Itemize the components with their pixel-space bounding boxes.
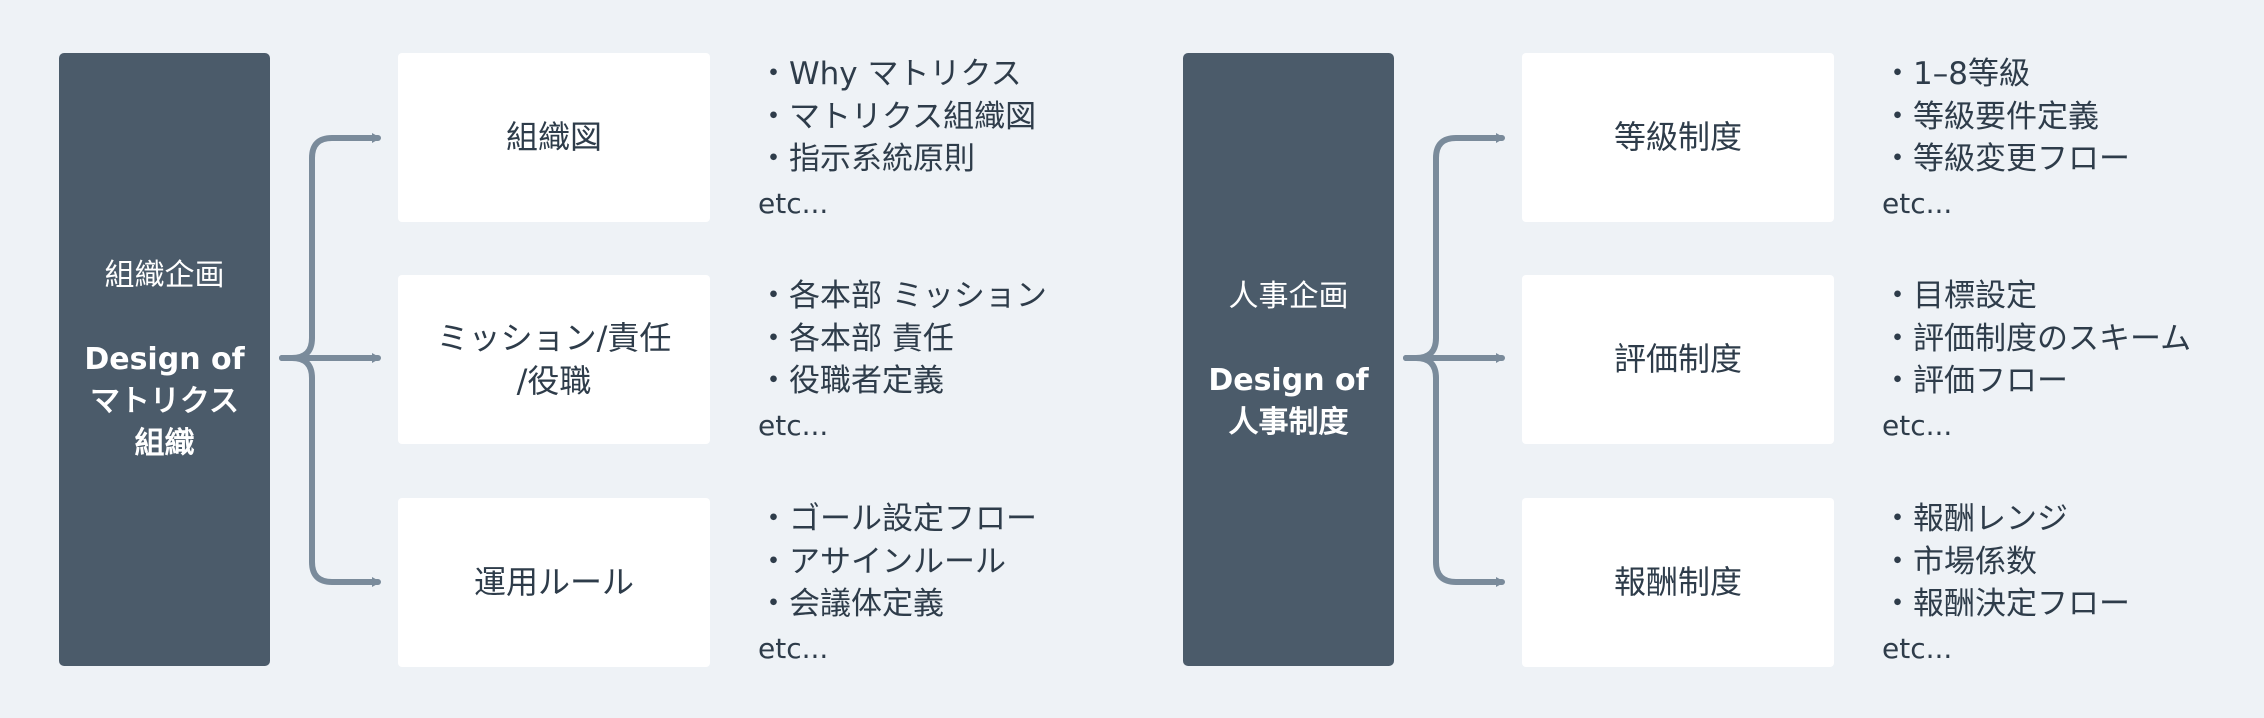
bracket-connector-hr xyxy=(1403,133,1505,587)
detail-item: ・市場係数 xyxy=(1882,543,2037,580)
detail-item: ・報酬レンジ xyxy=(1882,501,2068,537)
sub-box-grade-system: 等級制度 xyxy=(1522,53,1834,222)
detail-item: ・ゴール設定フロー xyxy=(758,501,1037,537)
detail-item: ・指示系統原則 xyxy=(758,141,975,177)
sub-box-compensation-system: 報酬制度 xyxy=(1522,498,1834,667)
detail-item: ・マトリクス組織図 xyxy=(758,98,1037,135)
main-box-hr-planning: 人事企画 Design of 人事制度 xyxy=(1183,53,1394,666)
connector-to-org-row-1 xyxy=(279,133,381,361)
detail-item: ・役職者定義 xyxy=(758,363,944,399)
detail-list-compensation-system: ・報酬レンジ ・市場係数 ・報酬決定フロー etc... xyxy=(1882,498,2130,670)
sub-box-org-chart: 組織図 xyxy=(398,53,710,222)
detail-item: ・目標設定 xyxy=(1882,278,2037,314)
main-box-title: 組織企画 xyxy=(104,257,225,293)
detail-list-org-chart: ・Why マトリクス ・マトリクス組織図 ・指示系統原則 etc... xyxy=(758,53,1036,225)
detail-list-mission-responsibility: ・各本部 ミッション ・各本部 責任 ・役職者定義 etc... xyxy=(758,275,1047,447)
detail-item: ・アサインルール xyxy=(758,543,1006,580)
detail-list-grade-system: ・1–8等級 ・等級要件定義 ・等級変更フロー etc... xyxy=(1882,53,2130,225)
detail-list-operation-rules: ・ゴール設定フロー ・アサインルール ・会議体定義 etc... xyxy=(758,498,1037,670)
detail-item: ・報酬決定フロー xyxy=(1882,586,2130,622)
detail-item: ・等級要件定義 xyxy=(1882,98,2099,135)
sub-box-label: 評価制度 xyxy=(1613,340,1742,378)
sub-box-label: 運用ルール xyxy=(473,563,634,601)
detail-etc: etc... xyxy=(1882,631,1953,665)
main-box-org-planning: 組織企画 Design of マトリクス 組織 xyxy=(59,53,270,666)
bracket-connector-org xyxy=(279,133,381,587)
connector-to-hr-row-3 xyxy=(1403,355,1505,587)
detail-item: ・Why マトリクス xyxy=(758,56,1022,92)
detail-item: ・等級変更フロー xyxy=(1882,141,2130,177)
sub-box-label: 報酬制度 xyxy=(1613,563,1742,601)
detail-item: ・各本部 責任 xyxy=(758,320,954,357)
detail-etc: etc... xyxy=(758,408,829,442)
main-box-subtitle: Design of マトリクス 組織 xyxy=(84,341,245,461)
sub-box-mission-responsibility: ミッション/責任 /役職 xyxy=(398,275,710,444)
detail-etc: etc... xyxy=(758,186,829,220)
connector-to-hr-row-1 xyxy=(1403,133,1505,361)
detail-item: ・評価フロー xyxy=(1882,363,2068,399)
detail-item: ・会議体定義 xyxy=(758,586,944,622)
detail-etc: etc... xyxy=(758,631,829,665)
sub-box-label: 等級制度 xyxy=(1613,118,1742,156)
detail-etc: etc... xyxy=(1882,408,1953,442)
sub-box-label: ミッション/責任 /役職 xyxy=(436,318,672,400)
detail-item: ・1–8等級 xyxy=(1882,56,2030,92)
detail-list-evaluation-system: ・目標設定 ・評価制度のスキーム ・評価フロー etc... xyxy=(1882,275,2191,447)
detail-item: ・各本部 ミッション xyxy=(758,278,1047,314)
sub-box-label: 組織図 xyxy=(505,118,602,156)
sub-box-operation-rules: 運用ルール xyxy=(398,498,710,667)
detail-item: ・評価制度のスキーム xyxy=(1882,320,2192,357)
sub-box-evaluation-system: 評価制度 xyxy=(1522,275,1834,444)
connector-to-org-row-3 xyxy=(279,355,381,587)
main-box-subtitle: Design of 人事制度 xyxy=(1208,362,1369,440)
detail-etc: etc... xyxy=(1882,186,1953,220)
main-box-title: 人事企画 xyxy=(1228,278,1349,314)
